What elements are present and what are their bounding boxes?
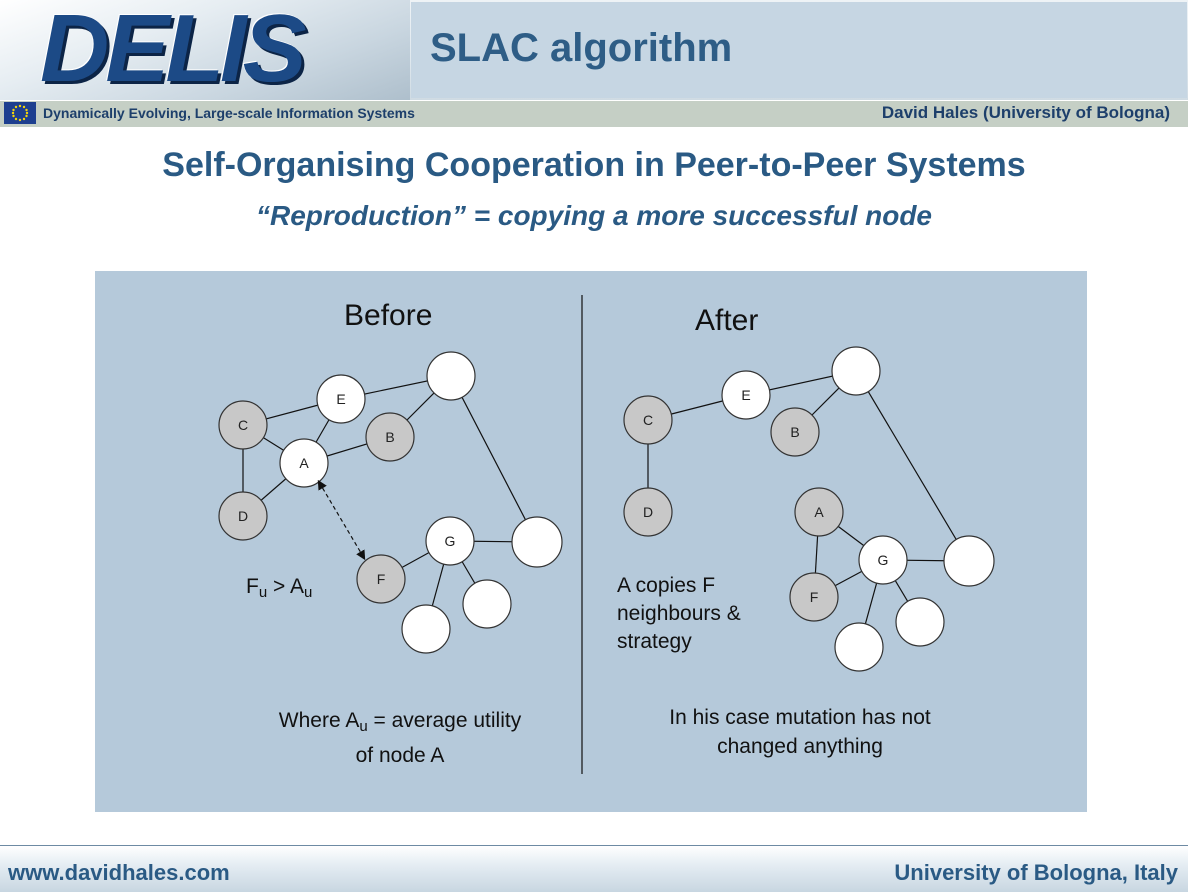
before-node-d: [218, 491, 268, 541]
after-node: [895, 597, 945, 647]
before-node: [462, 579, 512, 629]
after-node-label: A: [814, 504, 824, 520]
eu-flag-icon: [4, 102, 36, 124]
subheader-strip: [0, 100, 1188, 127]
footer-background: [0, 846, 1188, 892]
before-title: Before: [344, 299, 433, 332]
fitness-a: A: [289, 575, 304, 598]
author-affiliation: David Hales (University of Bologna): [881, 103, 1170, 122]
fitness-f: F: [246, 575, 259, 598]
where-prefix: Where A: [278, 709, 360, 732]
comparison-arrow: [317, 479, 366, 561]
project-tagline: Dynamically Evolving, Large-scale Inform…: [43, 105, 415, 121]
before-node-label: E: [336, 391, 345, 407]
footer-website-link[interactable]: www.davidhales.com: [8, 860, 230, 885]
after-edge: [855, 370, 970, 562]
before-node-f: [356, 554, 406, 604]
before-node-e: [316, 374, 366, 424]
after-node-label: D: [643, 504, 653, 520]
before-node-label: B: [385, 429, 394, 445]
after-node-b: [770, 407, 820, 457]
footer-affiliation: University of Bologna, Italy: [894, 860, 1178, 885]
after-node: [943, 535, 995, 587]
after-node-label: E: [741, 387, 750, 403]
after-node-e: [721, 370, 771, 420]
before-node-c: [218, 400, 268, 450]
fitness-comparison: Fu > Au: [246, 575, 312, 601]
after-node: [831, 346, 881, 396]
title-box: [411, 2, 1187, 98]
before-node-label: C: [238, 417, 248, 433]
network-diagram: C E B A D G F C E B D A G F: [218, 295, 995, 774]
subtitle: “Reproduction” = copying a more successf…: [255, 200, 933, 231]
after-node-a: [794, 487, 844, 537]
fitness-sub-f: u: [258, 584, 268, 601]
after-node-label: F: [810, 589, 819, 605]
copies-note: A copies F neighbours & strategy: [617, 574, 741, 653]
slide-title: SLAC algorithm: [430, 26, 733, 70]
diagram-panel: C E B A D G F C E B D A G F: [95, 271, 1087, 812]
where-sub: u: [359, 718, 368, 735]
fitness-op: >: [267, 575, 290, 598]
before-node-g: [425, 516, 475, 566]
before-node: [401, 604, 451, 654]
after-node: [834, 622, 884, 672]
after-node-label: C: [643, 412, 653, 428]
main-title: Self-Organising Cooperation in Peer-to-P…: [162, 146, 1026, 184]
fitness-sub-a: u: [303, 584, 313, 601]
before-node-b: [365, 412, 415, 462]
after-title: After: [695, 304, 759, 337]
where-rest: = average utility of node A: [355, 709, 522, 767]
after-node-label: G: [878, 552, 889, 568]
before-edge: [450, 375, 538, 543]
where-note: Where Au = average utility of node A: [270, 706, 530, 770]
before-node-label: D: [238, 508, 248, 524]
before-node-label: G: [445, 533, 456, 549]
delis-logo: DELIS: [0, 0, 410, 100]
after-node-d: [623, 487, 673, 537]
logo-text: DELIS: [40, 0, 307, 100]
before-node: [426, 351, 476, 401]
after-node-label: B: [790, 424, 799, 440]
after-node-c: [623, 395, 673, 445]
before-node-label: F: [377, 571, 386, 587]
after-node-g: [858, 535, 908, 585]
before-node-label: A: [299, 455, 309, 471]
mutation-note: In his case mutation has not changed any…: [669, 706, 931, 758]
after-node-f: [789, 572, 839, 622]
before-node-a: [279, 438, 329, 488]
footer-divider: [0, 845, 1188, 846]
before-node: [511, 516, 563, 568]
